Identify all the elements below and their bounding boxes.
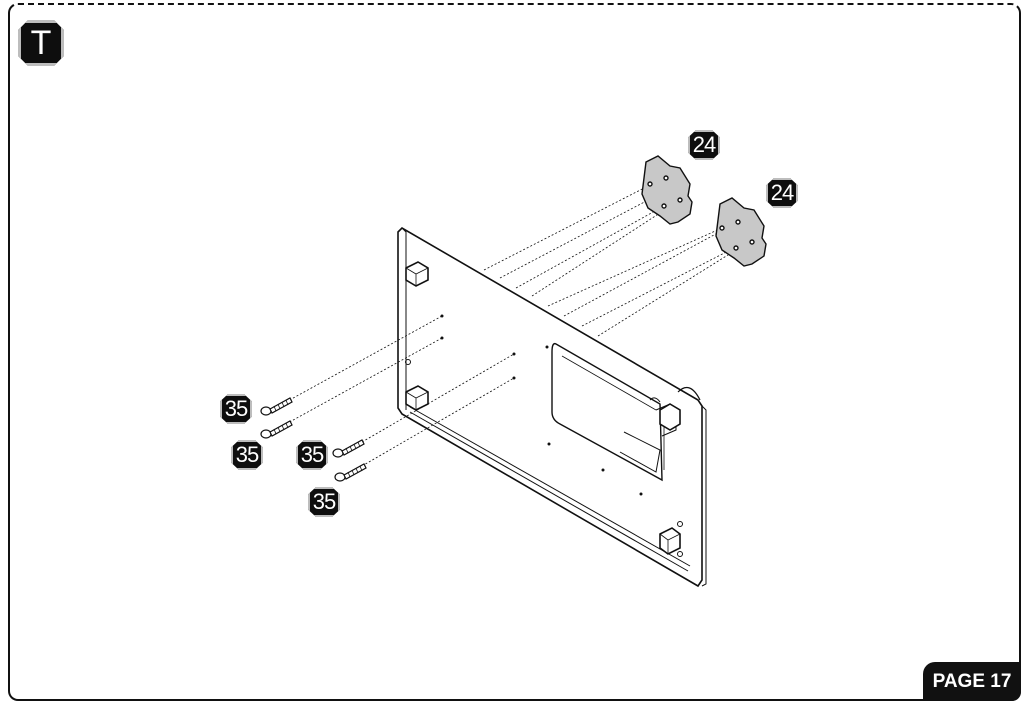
part-callout-35-a: 35 [220, 394, 252, 424]
screw-d [334, 463, 367, 482]
standoff-part-b [715, 197, 767, 267]
part-number: 35 [235, 442, 260, 467]
part-callout-35-c: 35 [296, 440, 328, 470]
part-callout-35-b: 35 [231, 440, 263, 470]
page-frame [8, 3, 1021, 701]
screw-b [260, 420, 293, 439]
part-number: 24 [770, 180, 795, 205]
part-number: 35 [300, 442, 325, 467]
standoff-part-a [641, 155, 693, 225]
screw-a [260, 397, 293, 416]
alignment-lines [285, 183, 753, 467]
mounting-panel [397, 226, 707, 588]
part-number: 35 [312, 489, 337, 514]
part-number: 24 [692, 132, 717, 157]
page-number-badge: PAGE 17 [923, 662, 1021, 701]
step-badge: T [18, 20, 64, 66]
screw-c [332, 439, 365, 458]
step-letter: T [30, 23, 52, 62]
page-number-label: PAGE 17 [932, 670, 1012, 692]
part-callout-24-a: 24 [688, 130, 720, 160]
part-number: 35 [224, 396, 249, 421]
part-callout-35-d: 35 [308, 487, 340, 517]
part-callout-24-b: 24 [766, 178, 798, 208]
